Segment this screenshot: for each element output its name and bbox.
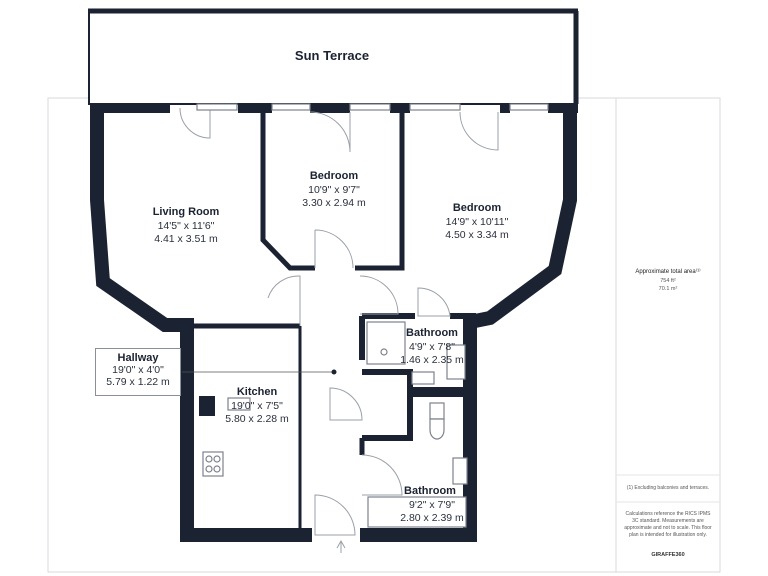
hob-icon	[202, 451, 224, 477]
bathroom2-imperial: 9'2" x 7'9"	[409, 499, 455, 511]
bathroom1-metric: 1.46 x 2.35 m	[400, 354, 464, 366]
hallway-name: Hallway	[117, 352, 159, 364]
disclaimer: Calculations reference the RICS IPMS 3C …	[624, 511, 712, 538]
living-room-metric: 4.41 x 3.51 m	[154, 233, 218, 245]
toilet-bowl-icon	[429, 418, 445, 440]
footnote: (1) Excluding balconies and terraces.	[626, 485, 710, 491]
hallway-imperial: 19'0" x 4'0"	[112, 364, 164, 376]
hallway-label-box: Hallway 19'0" x 4'0" 5.79 x 1.22 m	[95, 348, 181, 396]
terrace-label: Sun Terrace	[295, 48, 369, 63]
fixtures	[182, 321, 468, 528]
bedroom1-imperial: 10'9" x 9'7"	[308, 184, 360, 196]
room-labels: Living Room 14'5" x 11'6" 4.41 x 3.51 m …	[153, 170, 509, 524]
bathroom1-imperial: 4'9" x 7'8"	[409, 341, 455, 353]
walls	[90, 103, 578, 542]
bedroom1-name: Bedroom	[310, 170, 359, 182]
bedroom2-metric: 4.50 x 3.34 m	[445, 229, 509, 241]
kitchen-imperial: 19'0" x 7'5"	[231, 400, 283, 412]
toilet-icon	[446, 344, 466, 380]
area-title: Approximate total area⁽¹⁾	[635, 269, 701, 275]
shower-tray	[366, 321, 406, 365]
kitchen-name: Kitchen	[237, 386, 278, 398]
windows	[196, 103, 549, 111]
doors	[179, 107, 499, 553]
sink-icon	[227, 397, 251, 411]
hallway-metric: 5.79 x 1.22 m	[106, 376, 170, 388]
basin-icon	[411, 371, 435, 385]
hallway-pointer-dot	[331, 369, 337, 375]
area-summary: Approximate total area⁽¹⁾ 754 ft² 70.1 m…	[616, 268, 720, 292]
bathroom2-metric: 2.80 x 2.39 m	[400, 512, 464, 524]
brand-logo: GIRAFFE360	[651, 552, 685, 558]
bathtub-icon	[367, 496, 467, 528]
area-ft: 754 ft²	[660, 278, 676, 284]
vanity-icon	[452, 457, 468, 485]
bathroom2-name: Bathroom	[404, 485, 456, 497]
toilet-cistern-icon	[429, 402, 445, 420]
bedroom2-imperial: 14'9" x 10'11"	[446, 216, 509, 228]
bathroom1-name: Bathroom	[406, 327, 458, 339]
living-room-name: Living Room	[153, 206, 220, 218]
living-room-imperial: 14'5" x 11'6"	[158, 220, 215, 232]
sun-terrace: Sun Terrace	[88, 8, 579, 105]
shower-drain-icon	[380, 348, 388, 356]
kitchen-metric: 5.80 x 2.28 m	[225, 413, 289, 425]
bedroom2-name: Bedroom	[453, 202, 502, 214]
bedroom1-metric: 3.30 x 2.94 m	[302, 197, 366, 209]
area-m: 70.1 m²	[658, 286, 678, 292]
